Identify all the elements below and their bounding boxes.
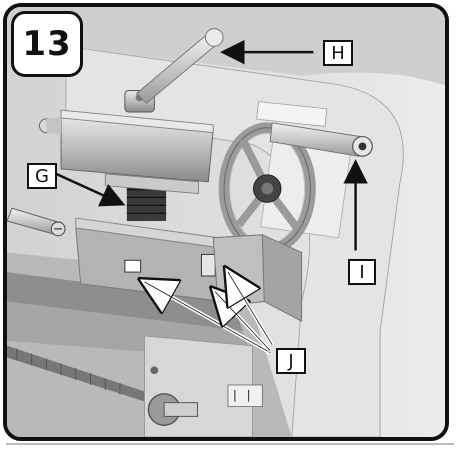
page-divider — [6, 443, 454, 445]
figure-number-badge: 13 — [11, 11, 83, 77]
figure-frame: 13 H G I J — [3, 3, 449, 441]
callout-label-i: I — [348, 259, 376, 285]
callout-label-g: G — [27, 163, 57, 189]
callout-label-j: J — [276, 348, 306, 374]
callout-label-h: H — [323, 40, 353, 66]
